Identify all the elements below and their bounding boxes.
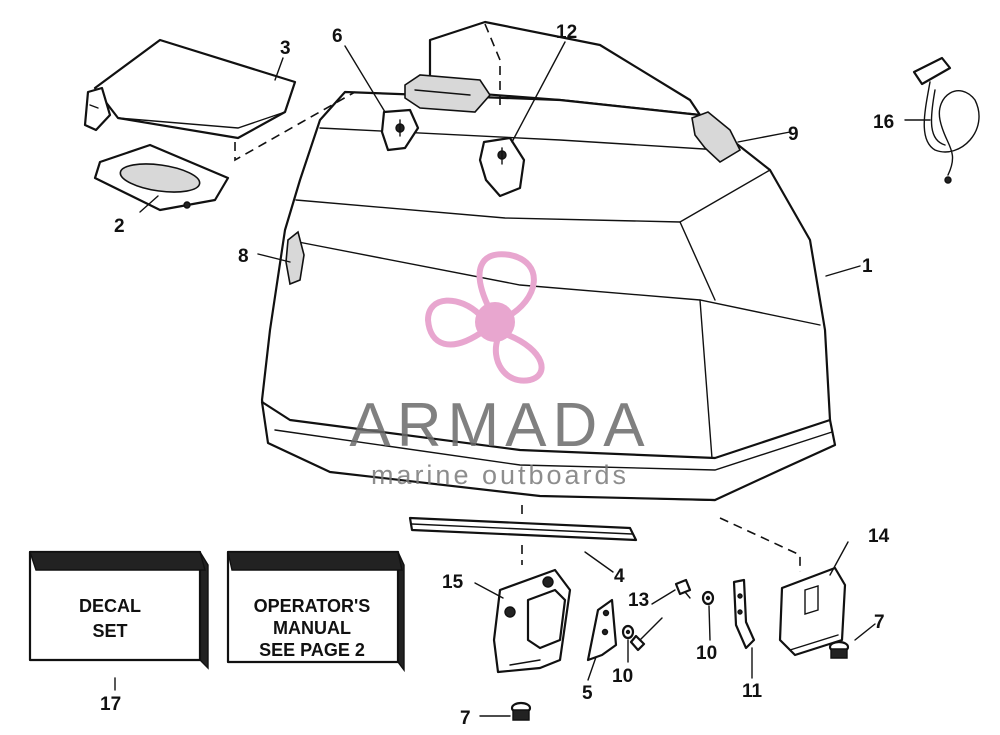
propeller-hub-icon: [475, 302, 515, 342]
bracket-part-6: [380, 108, 420, 152]
propeller-blade-icon: [424, 297, 487, 348]
washer-part-10-right: [701, 590, 715, 606]
rear-plate-part-14: [778, 566, 847, 657]
callout-17: 17: [100, 694, 121, 715]
decal-line-2: SET: [92, 621, 127, 641]
propeller-blade-icon: [492, 332, 545, 384]
callout-5: 5: [582, 683, 593, 704]
leader-dash-14: [719, 517, 801, 572]
propeller-logo-icon: [424, 251, 545, 384]
callout-7-bottom: 7: [460, 708, 471, 729]
operators-manual-box: OPERATOR'S MANUAL SEE PAGE 2: [226, 550, 405, 673]
grommet-part-7-bottom: [510, 701, 532, 721]
watermark-brand: ARMADA: [349, 391, 650, 460]
manual-line-3: SEE PAGE 2: [259, 640, 365, 660]
callout-16: 16: [873, 112, 894, 133]
callout-14: 14: [868, 526, 890, 547]
callout-9: 9: [788, 124, 799, 145]
bracket-part-5: [586, 598, 618, 662]
callout-1: 1: [862, 256, 873, 277]
callout-10-left: 10: [612, 666, 633, 687]
cable-part-16: [912, 56, 980, 184]
decal-set-box: DECAL SET: [28, 550, 209, 670]
propeller-blade-icon: [476, 251, 537, 321]
decal-line-1: DECAL: [79, 596, 141, 616]
seal-plate-part-2: [93, 143, 230, 212]
callout-13: 13: [628, 590, 649, 611]
callout-4: 4: [614, 566, 625, 587]
intake-cover-part-3: [83, 38, 297, 140]
leader-dash-top: [484, 23, 501, 105]
manual-line-1: OPERATOR'S: [254, 596, 371, 616]
grommet-part-7-right: [828, 640, 850, 659]
watermark-tagline: marine outboards: [371, 460, 629, 490]
bracket-part-11: [732, 578, 756, 650]
engine-cover: [260, 20, 837, 502]
callout-11: 11: [742, 681, 763, 702]
callout-10-right: 10: [696, 643, 717, 664]
callout-3: 3: [280, 38, 291, 59]
leader-lines: [114, 41, 931, 717]
callout-6: 6: [332, 26, 343, 47]
callout-7-right: 7: [874, 612, 885, 633]
screw-part-13: [629, 578, 692, 652]
washer-part-10-left: [621, 624, 635, 640]
leader-dash-3: [234, 91, 356, 162]
manual-line-2: MANUAL: [273, 618, 351, 638]
watermark: ARMADA marine outboards: [349, 251, 650, 490]
callout-8: 8: [238, 246, 249, 267]
seal-strip-part-4: [408, 516, 638, 542]
callout-12: 12: [556, 22, 577, 43]
side-plate-part-15: [492, 568, 572, 674]
callout-numbers: 1 2 3 4 5 6 7 7 8 9 10 10 11 12 13 14 15…: [100, 22, 894, 729]
callout-2: 2: [114, 216, 125, 237]
callout-15: 15: [442, 572, 464, 593]
